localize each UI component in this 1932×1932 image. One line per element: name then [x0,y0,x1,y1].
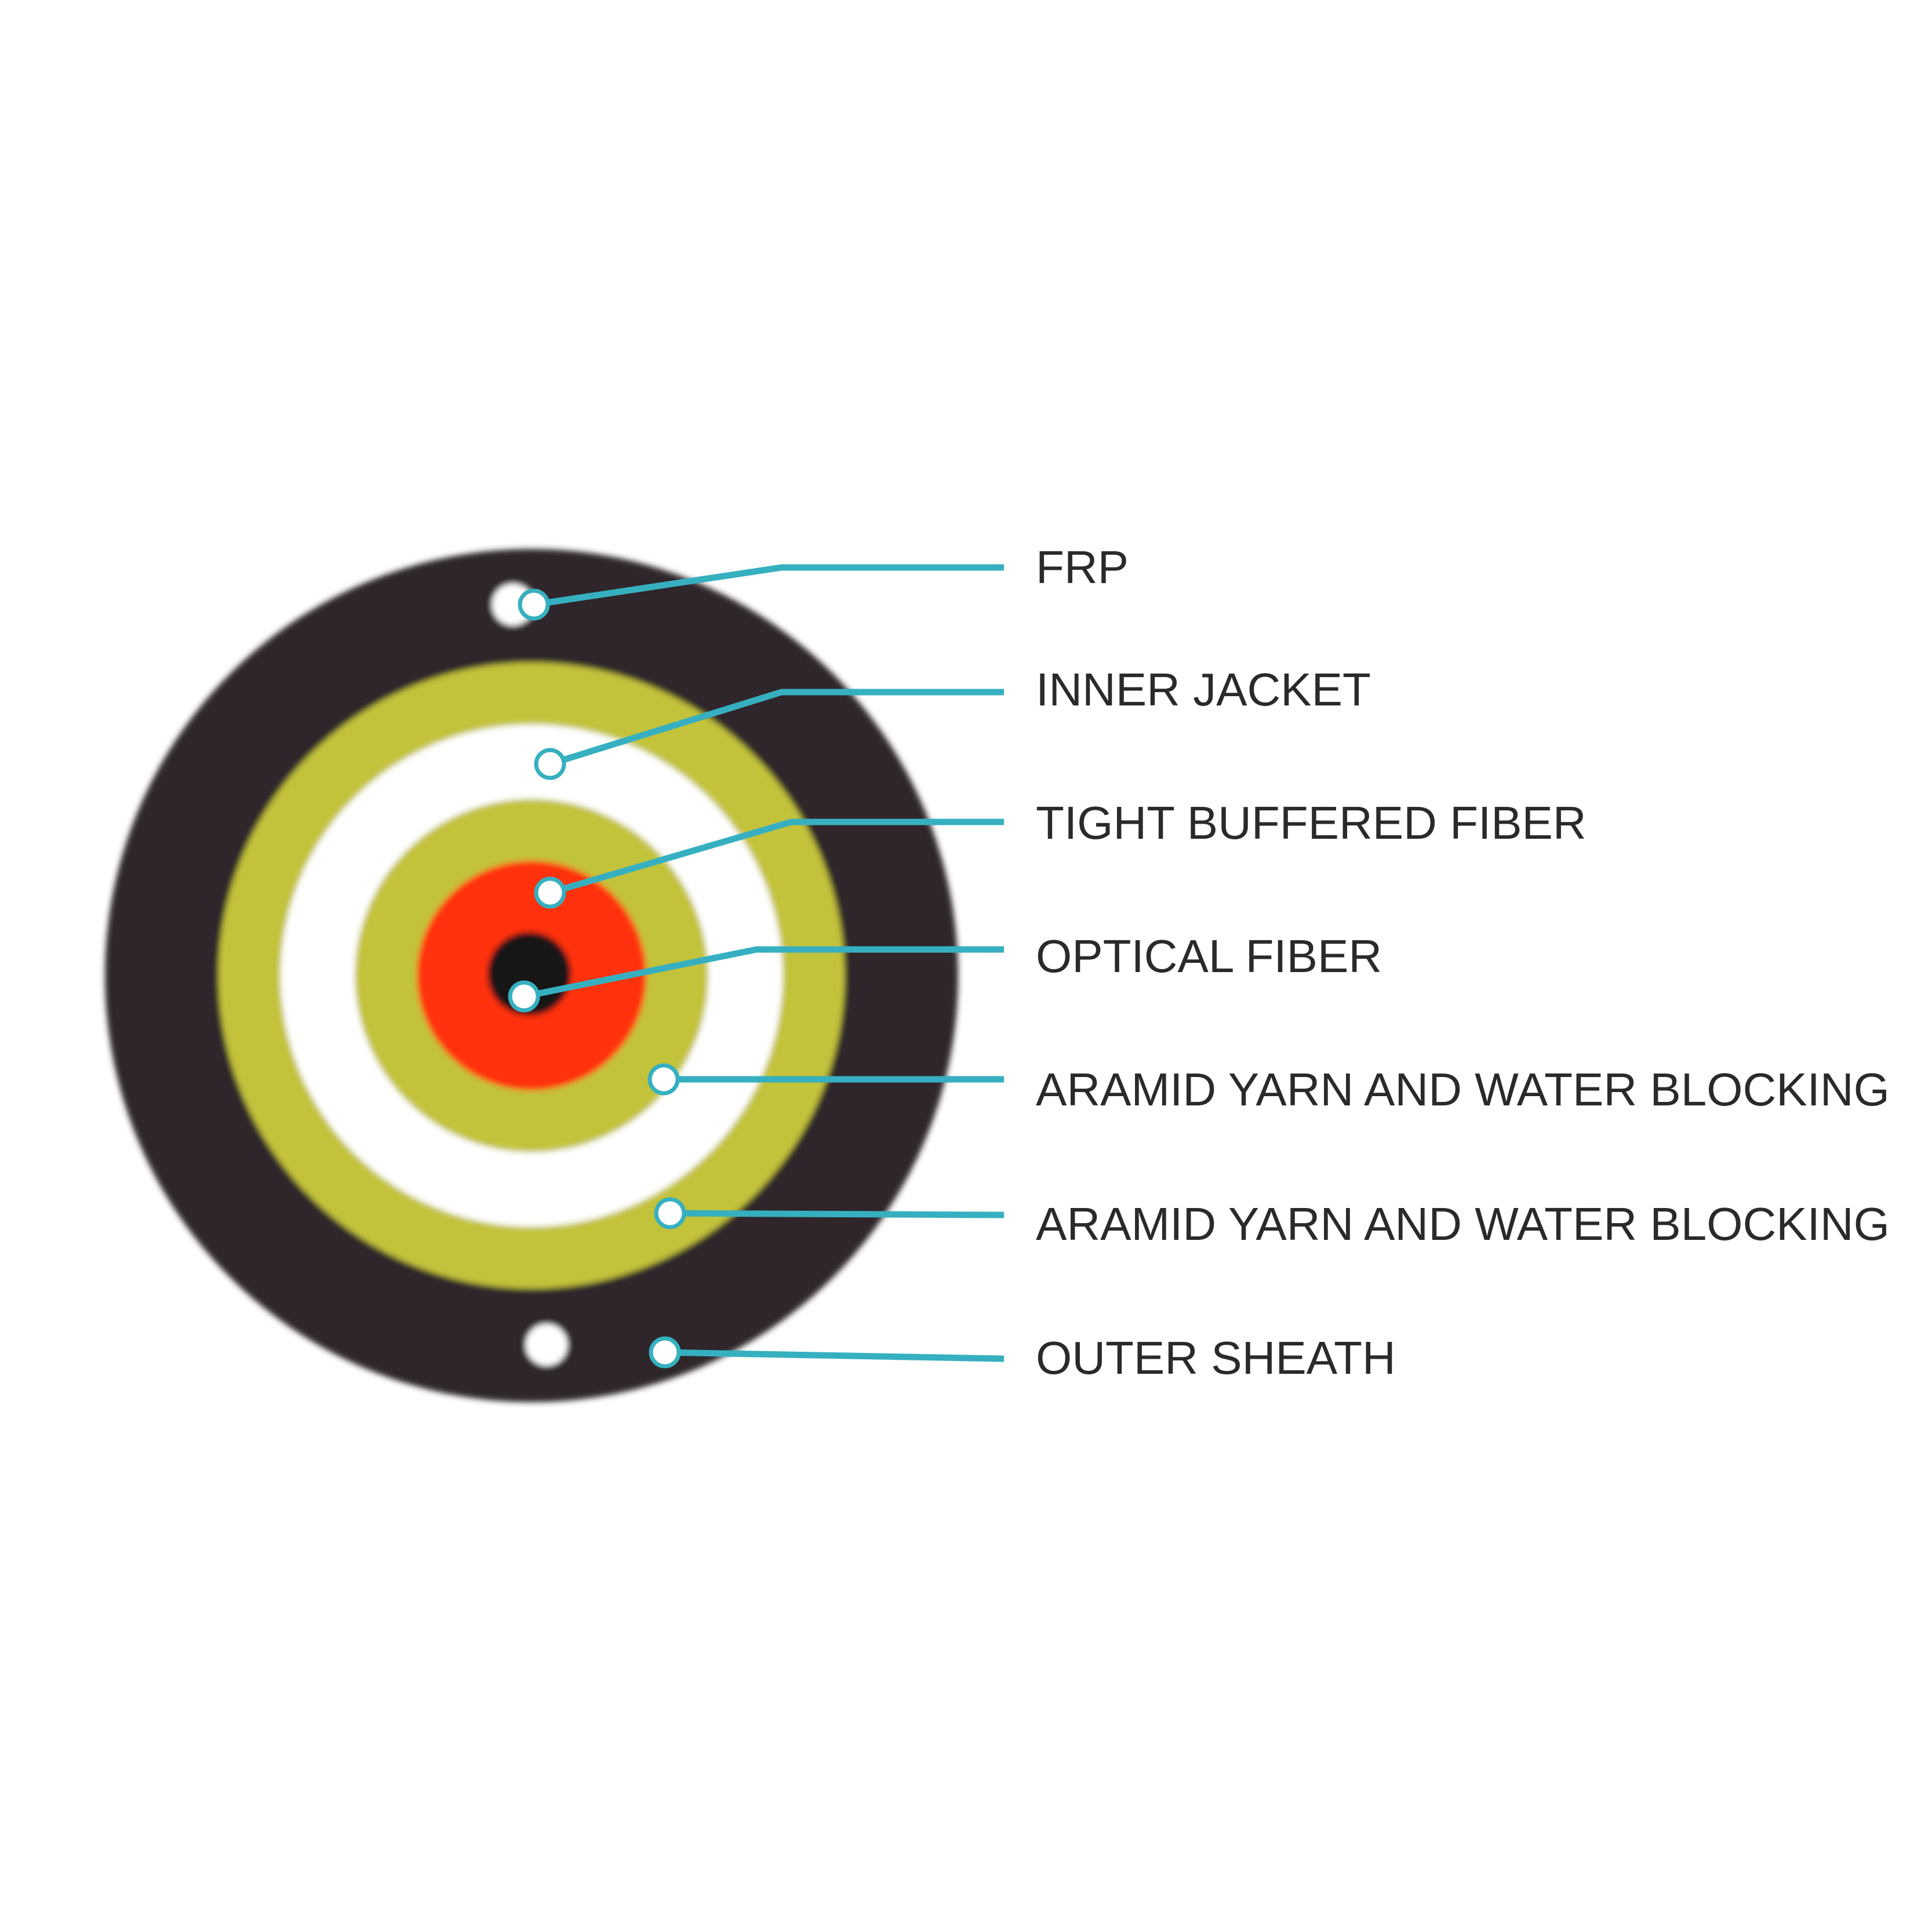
label-outer-sheath: OUTER SHEATH [1036,1332,1396,1384]
leader-line-inner-jacket [549,689,1004,767]
leader-line-outer-sheath [664,1349,1005,1362]
leader-line-tight-buffered [549,818,1004,896]
label-aramid-yarn-outer: ARAMID YARN AND WATER BLOCKING [1036,1198,1890,1250]
label-tight-buffered-fiber: TIGHT BUFFERED FIBER [1036,797,1587,849]
leader-dot-frp [518,588,550,621]
leader-dots [508,588,686,1369]
label-inner-jacket: INNER JACKET [1036,664,1371,715]
label-optical-fiber: OPTICAL FIBER [1036,930,1382,982]
leader-line-aramid-outer [670,1210,1005,1218]
leader-line-frp [533,564,1004,608]
label-aramid-yarn-inner: ARAMID YARN AND WATER BLOCKING [1036,1064,1890,1115]
labels: FRP INNER JACKET TIGHT BUFFERED FIBER OP… [1036,541,1890,1384]
leader-dot-outer-sheath [649,1336,681,1369]
leader-dot-inner-jacket [534,748,566,780]
leader-line-optical-fiber [523,946,1004,1000]
leader-dot-aramid-inner [647,1063,680,1096]
label-frp: FRP [1036,541,1129,593]
leader-dot-optical-fiber [508,980,540,1013]
cable-cross-section [105,549,958,1402]
frp-rod-bottom [526,1324,567,1366]
leader-dot-tight-buffered [534,876,566,909]
leader-lines [523,564,1005,1362]
leader-dot-aramid-outer [654,1197,686,1229]
